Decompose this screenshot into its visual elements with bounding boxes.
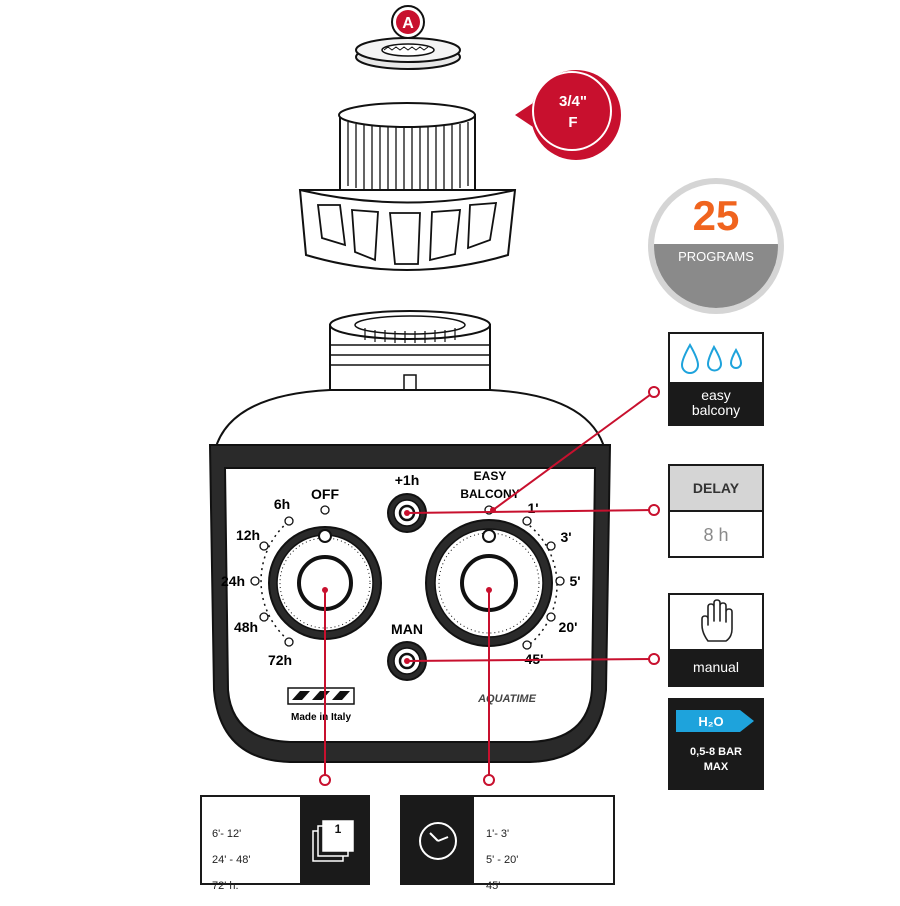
pressure-max: MAX [703, 761, 729, 773]
programs-count: 25 [693, 192, 740, 239]
water-drops-icon [670, 334, 762, 382]
dial-label-24h: 24h [221, 573, 245, 589]
callout-anchor-dots [322, 507, 496, 664]
callout-lines [324, 391, 655, 780]
dial-label-1min: 1' [527, 500, 538, 516]
brand-logo [287, 687, 355, 705]
clock-icon [419, 822, 457, 860]
left-dial-scale [250, 505, 330, 647]
man-label: MAN [391, 621, 423, 637]
h2o-arrow-icon [676, 710, 754, 732]
dial-label-3min: 3' [560, 529, 571, 545]
easy-balcony-badge: easy balcony [668, 332, 764, 426]
frequency-legend-icon-panel: 1 [300, 797, 368, 883]
delay-title: DELAY [670, 466, 762, 512]
thread-size-badge: 3/4" F [515, 70, 621, 160]
delay-badge: DELAY 8 h [668, 464, 764, 558]
stacked-pages-icon [312, 820, 354, 862]
duration-legend-icon-panel [402, 797, 474, 883]
dial-label-12h: 12h [236, 527, 260, 543]
timer-body [208, 310, 612, 763]
duration-legend-values: 1'- 3' 5' - 20' 45' [486, 828, 519, 892]
easy-balcony-text: easy balcony [670, 382, 762, 424]
duration-legend: 1'- 3' 5' - 20' 45' [400, 795, 615, 892]
pressure-tag: H₂O [698, 713, 724, 729]
frequency-legend: 6'- 12' 24' - 48' 72' h. 1 [200, 795, 370, 892]
gasket-ring [355, 37, 461, 70]
made-in-italy: Made in Italy [291, 712, 351, 723]
dial-label-72h: 72h [268, 652, 292, 668]
right-dial-scale [484, 505, 565, 650]
delay-value: 8 h [703, 524, 729, 545]
label-a-marker: A [391, 5, 425, 39]
duration-dial[interactable] [425, 519, 553, 647]
off-label: OFF [311, 486, 339, 502]
programs-label: PROGRAMS [678, 249, 754, 264]
frequency-dial[interactable] [268, 526, 382, 640]
pressure-range: 0,5-8 BAR [690, 746, 742, 758]
easy-balcony-label-line1: EASY [474, 469, 507, 483]
frequency-legend-values: 6'- 12' 24' - 48' 72' h. [212, 828, 251, 892]
plus1h-label: +1h [395, 472, 420, 488]
programs-badge: 25 PROGRAMS [648, 178, 784, 314]
label-a: A [402, 15, 414, 32]
thread-size-text: 3/4" [559, 93, 587, 110]
dial-label-6h: 6h [274, 496, 290, 512]
thread-type-text: F [568, 114, 577, 131]
callout-dots [319, 386, 660, 786]
dial-label-48h: 48h [234, 619, 258, 635]
product-logo: AQUATIME [477, 693, 537, 705]
frequency-icon-number: 1 [334, 822, 342, 836]
dial-label-20min: 20' [559, 619, 578, 635]
pressure-badge: H₂O 0,5-8 BAR MAX [668, 698, 764, 790]
hand-icon [670, 595, 762, 649]
manual-text: manual [670, 649, 762, 685]
dial-label-5min: 5' [569, 573, 580, 589]
threaded-connector [298, 102, 517, 271]
easy-balcony-label-line2: BALCONY [460, 487, 519, 501]
manual-badge: manual [668, 593, 764, 687]
